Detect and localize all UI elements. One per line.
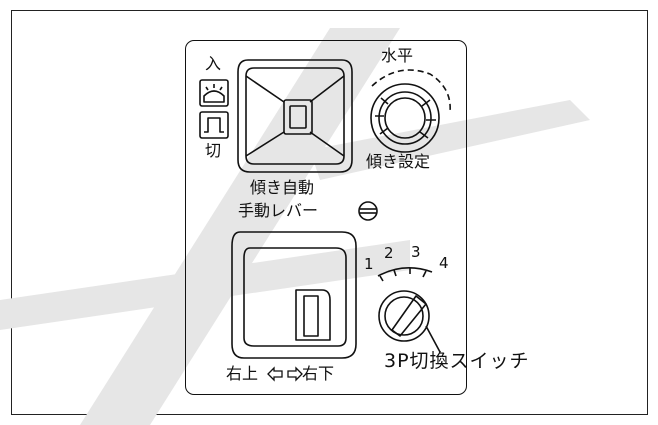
switch-position-2: 2 — [384, 244, 394, 262]
figure-frame — [11, 10, 648, 415]
right-down-label: 右下 — [302, 364, 335, 383]
on-indicator-icon — [199, 79, 229, 107]
right-up-label: 右上 — [226, 364, 259, 383]
watermark-stroke-2 — [0, 240, 410, 330]
on-label: 入 — [205, 54, 222, 73]
off-indicator-icon — [199, 111, 229, 139]
auto-tilt-label: 傾き自動 — [250, 178, 315, 197]
watermark-stroke-3 — [310, 100, 590, 180]
manual-lever-label: 手動レバー — [238, 201, 319, 220]
off-label: 切 — [205, 141, 222, 160]
direction-arrows — [267, 366, 303, 382]
3p-selector-switch[interactable] — [377, 267, 441, 353]
screw-icon — [358, 201, 378, 221]
control-panel — [185, 40, 467, 395]
switch-position-3: 3 — [411, 243, 421, 261]
watermark-stroke-1 — [80, 28, 400, 425]
3p-switch-label: 3P切換スイッチ — [384, 350, 530, 372]
switch-position-1: 1 — [364, 255, 374, 273]
tilt-setting-label: 傾き設定 — [366, 152, 431, 171]
tilt-setting-dial[interactable] — [370, 69, 451, 153]
watermark — [0, 28, 590, 425]
level-label: 水平 — [381, 46, 414, 65]
auto-manual-lever[interactable] — [237, 59, 353, 173]
right-up-down-lever[interactable] — [231, 231, 357, 359]
switch-position-4: 4 — [439, 254, 449, 272]
